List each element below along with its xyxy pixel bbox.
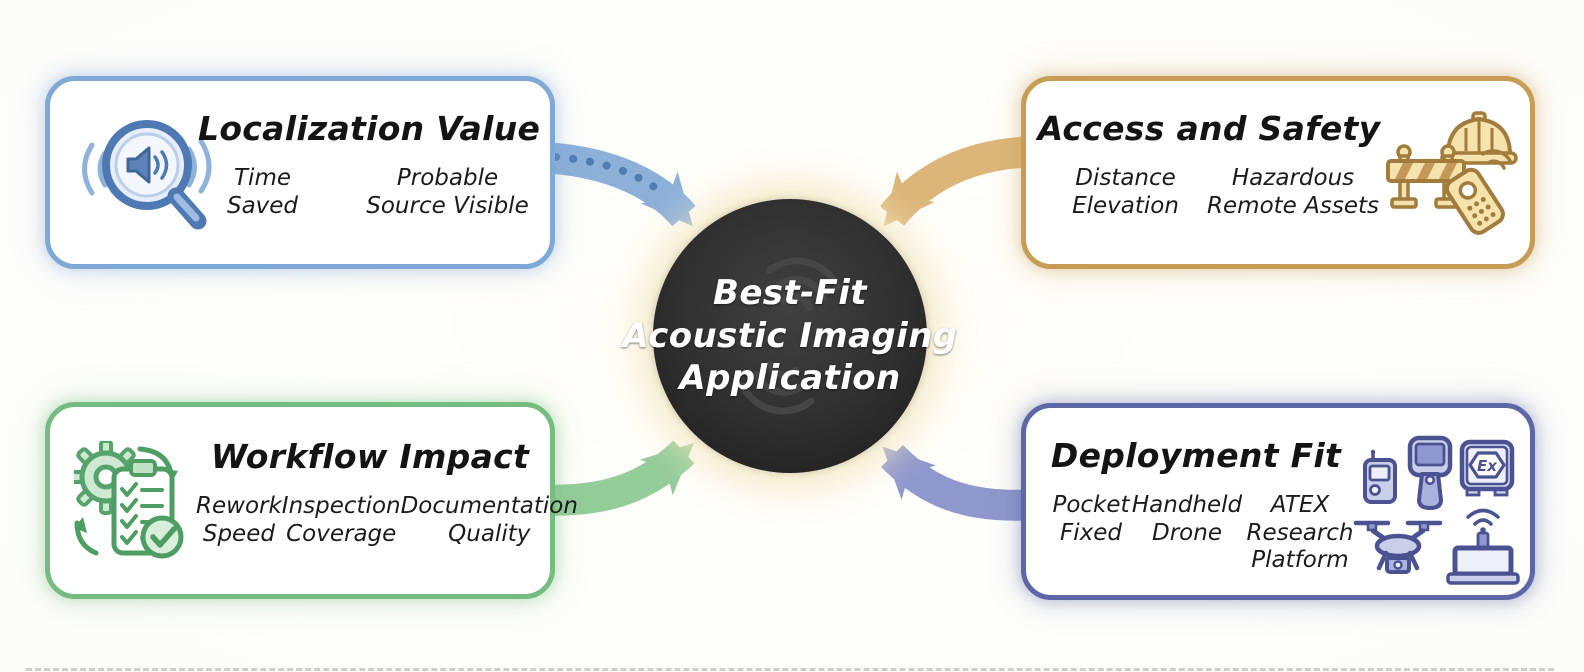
item-line: Rework: [196, 493, 282, 519]
item-line: ATEX: [1270, 492, 1330, 518]
drone-icon: [1353, 520, 1443, 574]
arrow-localization-to-center: [548, 142, 696, 227]
gear-checklist-icon: [74, 441, 184, 559]
bottom-edge-dashed-artifact: [26, 668, 1554, 671]
item-line: Research: [1246, 519, 1354, 546]
box-title: Workflow Impact: [210, 437, 530, 476]
item-line: Saved: [226, 192, 299, 219]
item-line: Drone: [1152, 519, 1222, 546]
item-line: Fixed: [1060, 519, 1122, 546]
item-line: Quality: [448, 520, 531, 547]
item-line: Probable: [396, 165, 499, 191]
card-access-and-safety: Access and Safety Distance Elevation Haz…: [1021, 76, 1535, 269]
sonar-waves-icon: [739, 257, 841, 415]
box-title: Access and Safety: [1037, 109, 1381, 148]
deployment-icons-cluster: Ex: [1353, 435, 1520, 585]
item-group: Pocket Fixed: [1048, 492, 1134, 575]
item-group: Documentation Quality: [401, 493, 578, 548]
item-line: Speed: [202, 520, 275, 547]
item-group: Hazardous Remote Assets: [1207, 165, 1379, 220]
atex-ex-label: Ex: [1477, 457, 1498, 475]
item-line: Remote Assets: [1207, 192, 1379, 219]
item-group: Time Saved: [170, 165, 355, 220]
audio-search-icon: [82, 120, 212, 230]
card-workflow-impact: Workflow Impact Rework Speed Inspection …: [45, 402, 578, 599]
item-line: Coverage: [286, 520, 397, 547]
wireless-laptop-icon: [1446, 508, 1520, 585]
center-hub-circle: Best-Fit Acoustic Imaging Application: [622, 199, 957, 473]
pocket-device-icon: [1363, 449, 1397, 504]
safety-icons-cluster: [1386, 111, 1518, 235]
center-title-line: Acoustic Imaging: [622, 315, 958, 356]
center-hub-title: Best-Fit Acoustic Imaging Application: [622, 199, 957, 473]
box-title: Localization Value: [198, 109, 541, 148]
card-localization-value: Localization Value Time Saved Probable S…: [45, 76, 555, 269]
arrow-deployment-to-center: [881, 444, 1027, 521]
remote-control-icon: [1444, 149, 1513, 235]
item-line: Documentation: [400, 493, 578, 519]
box-items: Pocket Fixed Handheld Drone ATEX Researc…: [1048, 492, 1360, 575]
item-group: Inspection Coverage: [282, 493, 401, 548]
item-line: Pocket: [1052, 492, 1130, 518]
item-line: Platform: [1251, 547, 1349, 574]
item-line: Handheld: [1131, 492, 1243, 518]
item-group: Rework Speed: [196, 493, 282, 548]
item-line: Distance: [1075, 165, 1176, 191]
box-items: Rework Speed Inspection Coverage Documen…: [196, 493, 578, 548]
item-line: Hazardous: [1231, 165, 1355, 191]
atex-enclosure-icon: Ex: [1459, 439, 1515, 497]
handheld-camera-icon: [1407, 435, 1453, 510]
box-items: Distance Elevation Hazardous Remote Asse…: [1044, 165, 1379, 220]
item-group: Handheld Drone: [1131, 492, 1243, 575]
item-line: Elevation: [1072, 192, 1179, 219]
item-group: ATEX Research Platform: [1240, 492, 1360, 575]
box-title: Deployment Fit: [1050, 436, 1342, 475]
box-items: Time Saved Probable Source Visible: [170, 165, 540, 220]
center-title-line: Application: [679, 358, 901, 399]
card-deployment-fit: Deployment Fit Pocket Fixed Handheld Dro…: [1021, 403, 1535, 600]
item-group: Distance Elevation: [1044, 165, 1207, 220]
arrow-access-to-center: [879, 136, 1028, 227]
item-line: Inspection: [281, 493, 401, 519]
item-group: Probable Source Visible: [355, 165, 540, 220]
item-line: Time: [234, 165, 291, 191]
center-title-line: Best-Fit: [713, 272, 867, 313]
arrow-workflow-to-center: [549, 440, 695, 516]
item-line: Source Visible: [366, 192, 529, 219]
